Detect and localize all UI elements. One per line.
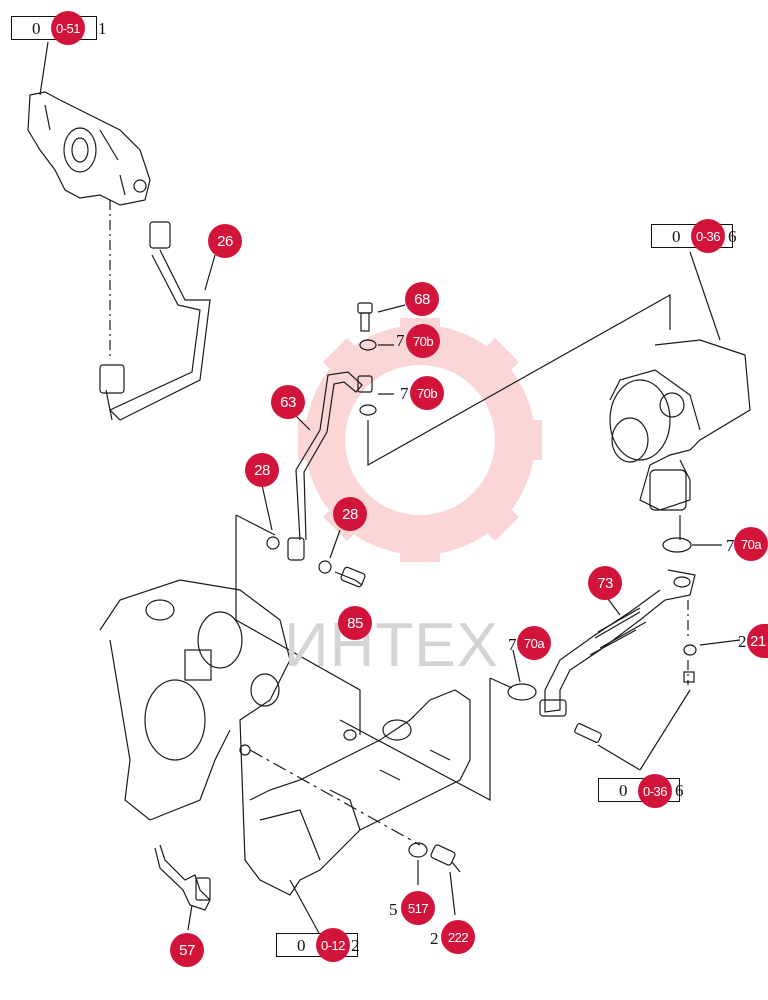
ref-badge[interactable]: 0-36 — [638, 774, 672, 808]
callout-85[interactable]: 85 — [338, 606, 372, 640]
bolt — [574, 723, 602, 743]
washer-28 — [318, 560, 332, 574]
callout-28[interactable]: 28 — [333, 497, 367, 531]
washer — [359, 404, 377, 416]
gasket-70a — [507, 683, 537, 701]
callout-70a[interactable]: 70a — [517, 626, 551, 660]
ref-badge[interactable]: 0-12 — [316, 928, 350, 962]
bracket-part — [27, 91, 151, 206]
washer — [359, 339, 377, 351]
callout-prefix: 7 — [400, 384, 409, 403]
ref-badge[interactable]: 0-51 — [51, 11, 85, 45]
callout-prefix: 7 — [726, 536, 735, 555]
callout-26[interactable]: 26 — [208, 224, 242, 258]
callout-70b[interactable]: 70b — [410, 376, 444, 410]
callout-63[interactable]: 63 — [271, 385, 305, 419]
callout-prefix: 2 — [738, 632, 747, 651]
callout-28[interactable]: 28 — [245, 453, 279, 487]
bolt-68 — [357, 302, 373, 332]
callout-21[interactable]: 21 — [747, 624, 768, 658]
callout-73[interactable]: 73 — [588, 566, 622, 600]
callout-517[interactable]: 517 — [401, 891, 435, 925]
oil-return-pipe-73 — [539, 569, 696, 717]
gasket-70a — [662, 537, 692, 553]
banjo-bolt-85 — [334, 566, 366, 588]
callout-70a[interactable]: 70a — [734, 527, 768, 561]
callout-70b[interactable]: 70b — [406, 324, 440, 358]
washer-28 — [266, 536, 280, 550]
washer-21 — [683, 644, 697, 656]
engine-block — [99, 579, 471, 896]
callout-68[interactable]: 68 — [405, 282, 439, 316]
callout-prefix: 2 — [430, 929, 439, 948]
turbocharger — [609, 339, 751, 511]
callout-prefix: 7 — [508, 635, 517, 654]
callout-prefix: 7 — [396, 331, 405, 350]
callout-222[interactable]: 222 — [441, 920, 475, 954]
washer-517 — [408, 842, 428, 858]
callout-57[interactable]: 57 — [170, 933, 204, 967]
plug-222 — [430, 844, 461, 873]
fitting-57 — [154, 844, 211, 911]
oil-pipe-63 — [287, 371, 373, 561]
ref-badge[interactable]: 0-36 — [691, 219, 725, 253]
callout-prefix: 5 — [389, 900, 398, 919]
oil-pipe-26 — [99, 221, 211, 421]
